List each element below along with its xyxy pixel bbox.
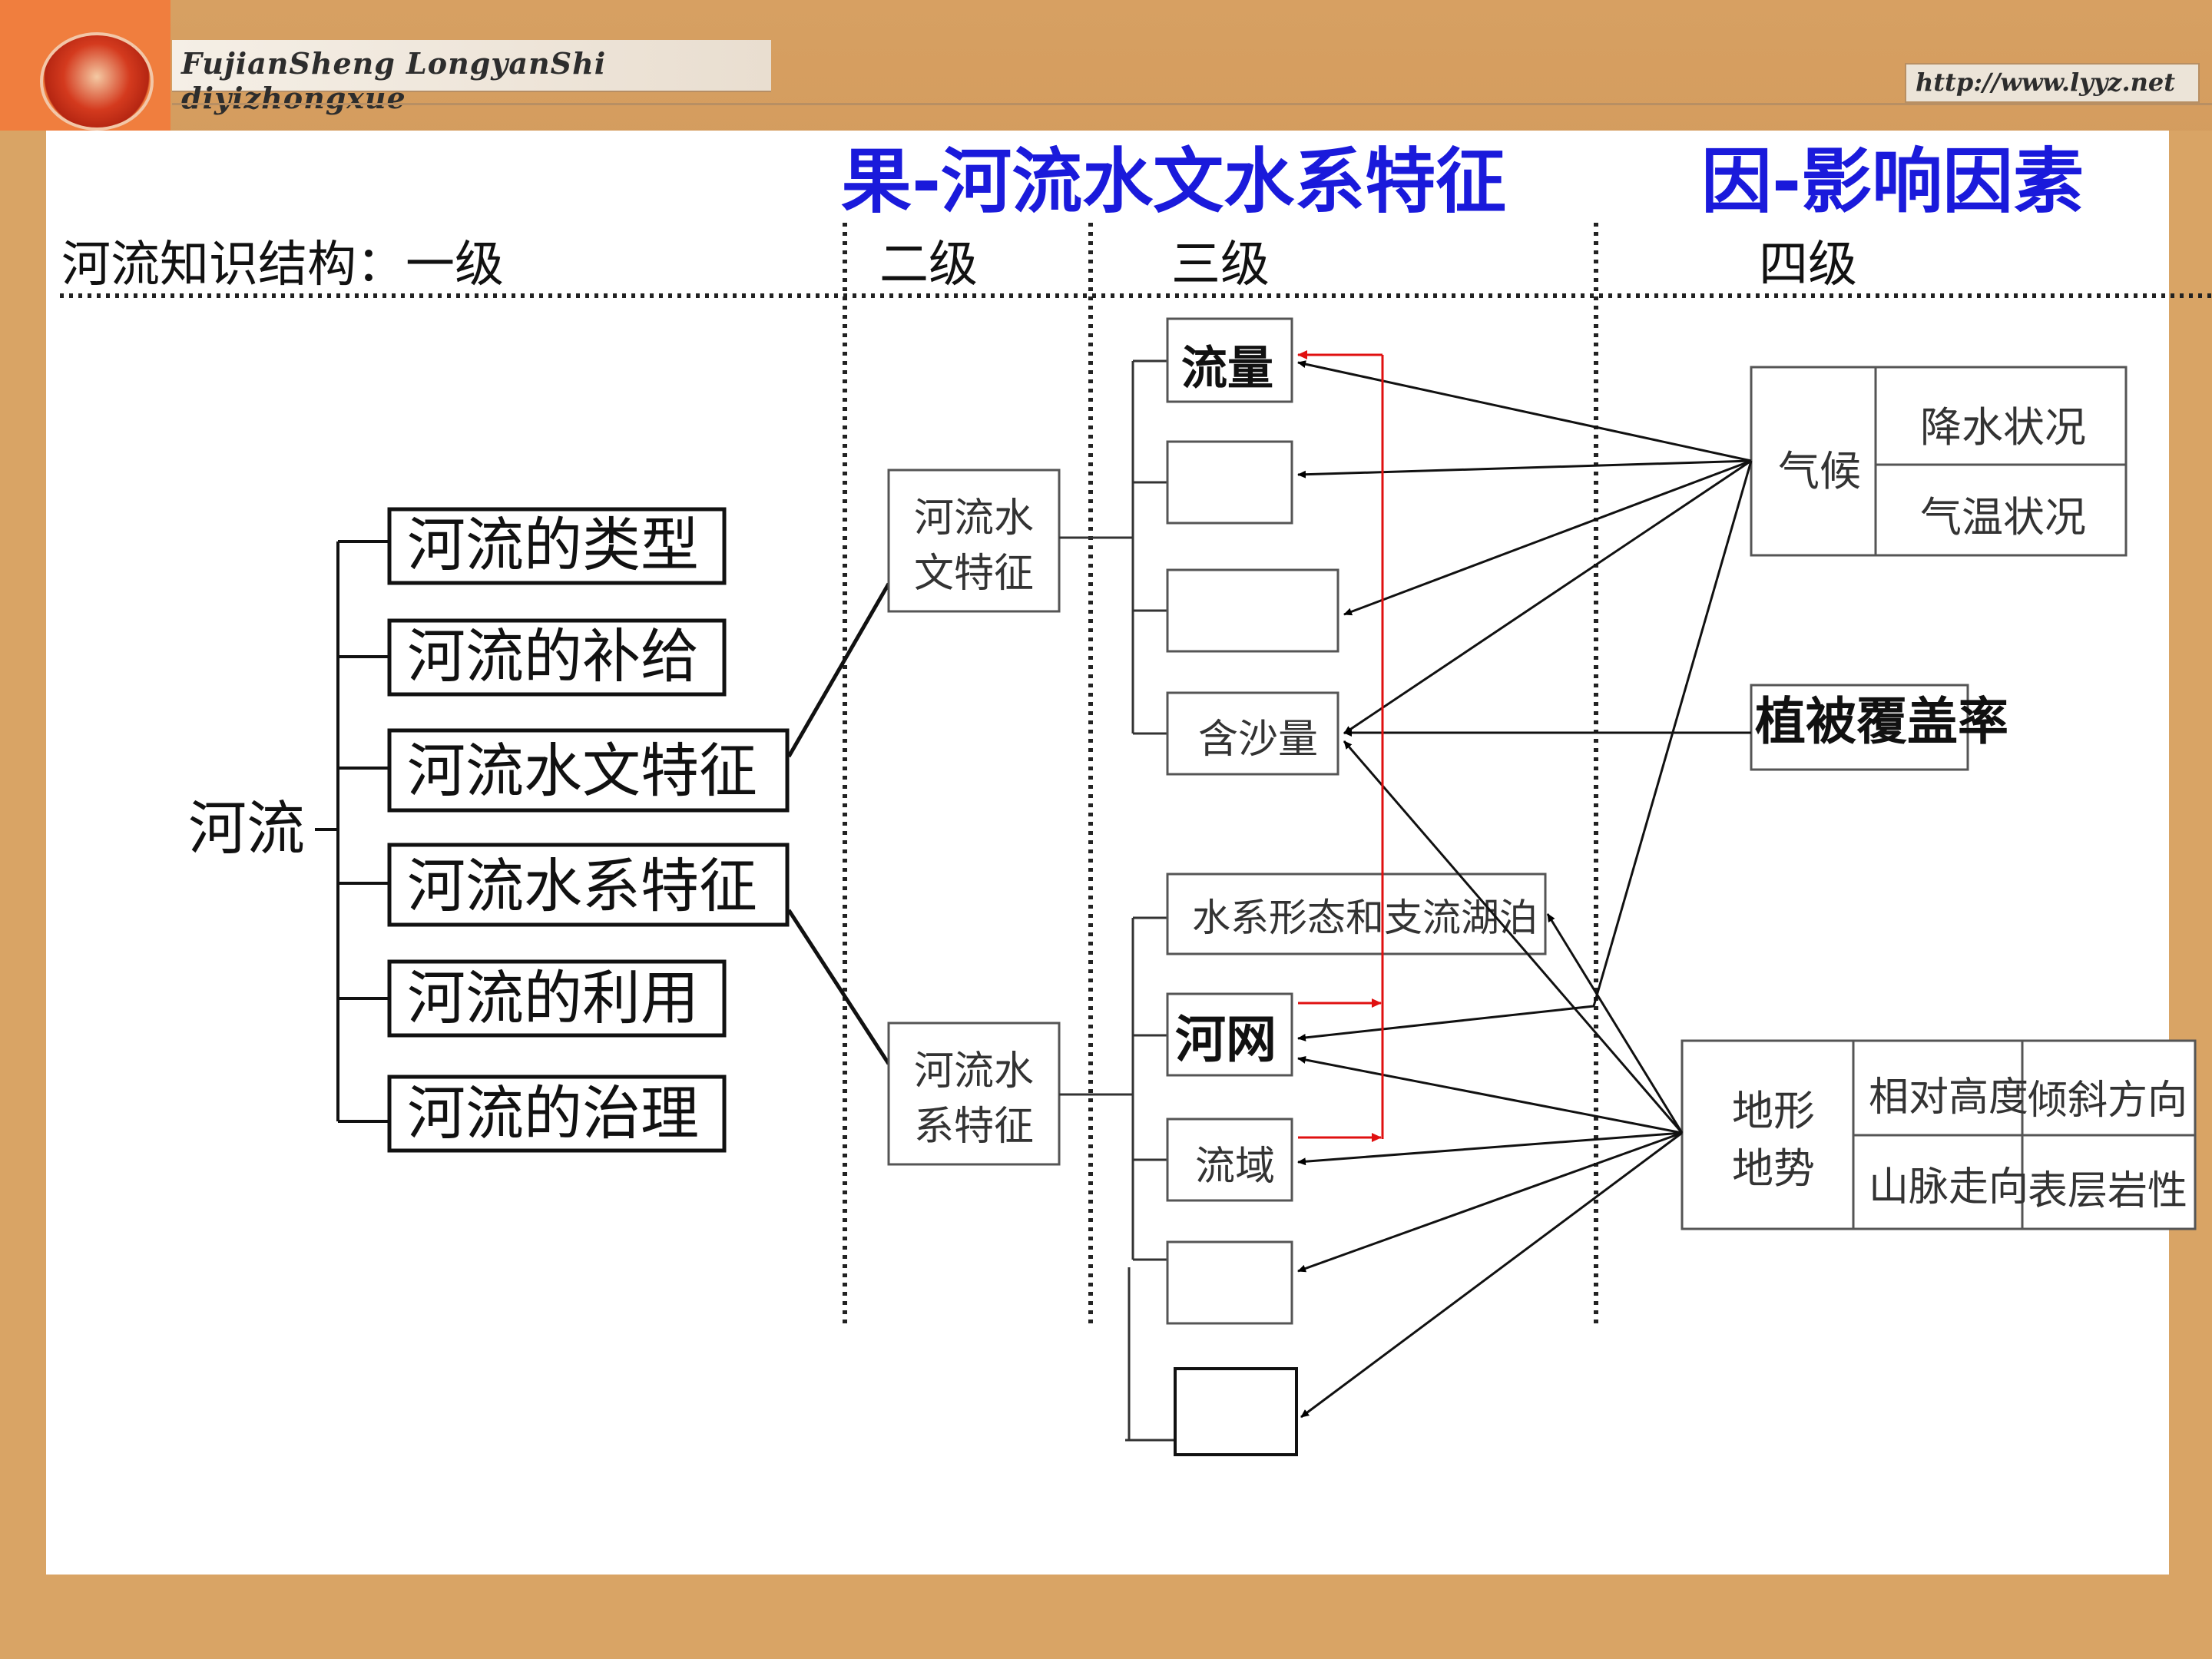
arrow-terrain-basin	[1297, 1131, 1683, 1166]
banner-text: FujianSheng LongyanShi diyizhongxue	[181, 46, 607, 115]
right-frame	[2169, 131, 2212, 1659]
climate-table	[1750, 366, 2128, 557]
level1-item: 河流水系特征	[407, 852, 757, 920]
level4-surface-rock: 表层岩性	[2028, 1168, 2187, 1214]
level3-network: 河网	[1175, 1010, 1277, 1069]
level3-pattern: 水系形态和支流湖泊	[1192, 896, 1538, 940]
connector-hydrology	[786, 582, 891, 758]
level2-header: 二级	[879, 237, 978, 293]
level1-box-types	[387, 507, 727, 585]
level2-box-hydrology	[887, 469, 1061, 613]
arrow-climate-blank2	[1343, 459, 1752, 616]
arrow-climate-blank1	[1297, 459, 1752, 478]
level3-box-sediment	[1166, 691, 1339, 776]
level2-system-line1: 河流水	[914, 1048, 1034, 1094]
level1-box-use	[387, 959, 727, 1038]
level3-box-blank-2	[1166, 568, 1339, 653]
url-box: http://www.lyyz.net	[1905, 63, 2200, 103]
level3-box-blank-4	[1174, 1367, 1298, 1456]
level1-box-system	[387, 843, 790, 927]
effect-title: 果-河流水文水系特征	[841, 141, 1506, 223]
arrow-climate-network	[1297, 1005, 1594, 1041]
level2-system-line2: 系特征	[914, 1104, 1034, 1150]
level2-hydrology-line2: 文特征	[914, 551, 1034, 597]
level1-item: 河流的治理	[407, 1079, 699, 1147]
level4-vegetation: 植被覆盖率	[1755, 692, 2008, 751]
level4-terrain-line2: 地势	[1732, 1144, 1815, 1193]
level3-box-flow	[1166, 317, 1293, 403]
level1-item: 河流的利用	[407, 964, 699, 1032]
level4-header: 四级	[1759, 237, 1857, 293]
level1-box-hydrology	[387, 728, 790, 813]
level1-box-supply	[387, 618, 727, 697]
vegetation-box	[1750, 684, 1969, 771]
level4-mountain-trend: 山脉走向	[1869, 1164, 2028, 1210]
arrow-terrain-pattern	[1546, 913, 1684, 1134]
left-frame	[0, 131, 46, 1659]
level3-header: 三级	[1171, 237, 1270, 293]
level1-item: 河流的类型	[407, 511, 699, 579]
level4-temperature: 气温状况	[1920, 493, 2086, 541]
arrow-terrain-blank4	[1300, 1131, 1683, 1419]
level2-hydrology-line1: 河流水	[914, 495, 1034, 541]
level3-bracket-system	[1059, 916, 1175, 1442]
level4-relative-height: 相对高度	[1869, 1075, 2028, 1121]
level1-header: 河流知识结构：一级	[61, 237, 504, 293]
connector-system	[786, 909, 891, 1065]
level1-bracket	[315, 540, 388, 1123]
level1-item: 河流的补给	[407, 622, 699, 690]
level3-box-network	[1166, 992, 1293, 1077]
level4-terrain-line1: 地形	[1732, 1087, 1815, 1135]
level3-bracket-hydrology	[1059, 359, 1167, 735]
level3-box-blank-1	[1166, 440, 1293, 525]
level3-box-pattern	[1166, 873, 1547, 955]
arrow-terrain-blank3	[1297, 1131, 1683, 1273]
header-rule	[172, 103, 2212, 105]
level4-slope-direction: 倾斜方向	[2028, 1078, 2187, 1124]
level3-sediment: 含沙量	[1198, 717, 1318, 763]
cause-title: 因-影响因素	[1701, 141, 2084, 223]
arrow-climate-sediment	[1343, 459, 1752, 735]
level3-basin: 流域	[1195, 1144, 1275, 1190]
level3-box-blank-3	[1166, 1240, 1293, 1325]
school-banner: FujianSheng LongyanShi diyizhongxue	[172, 40, 771, 115]
root-river: 河流	[188, 794, 305, 863]
school-logo	[40, 32, 154, 131]
terrain-table	[1681, 1039, 2197, 1230]
level4-precipitation: 降水状况	[1920, 403, 2086, 452]
arrow-terrain-network	[1297, 1055, 1683, 1134]
url-text: http://www.lyyz.net	[1916, 68, 2176, 97]
level3-box-basin	[1166, 1118, 1293, 1202]
level3-flow: 流量	[1181, 342, 1273, 396]
level1-item: 河流水文特征	[407, 737, 757, 805]
arrow-terrain-sediment	[1343, 740, 1684, 1134]
arrow-climate-flow	[1297, 360, 1752, 462]
bottom-frame	[0, 1575, 2212, 1659]
level4-climate: 气候	[1778, 447, 1861, 495]
level1-box-governance	[387, 1075, 727, 1153]
line-climate-network	[1592, 460, 1753, 1007]
